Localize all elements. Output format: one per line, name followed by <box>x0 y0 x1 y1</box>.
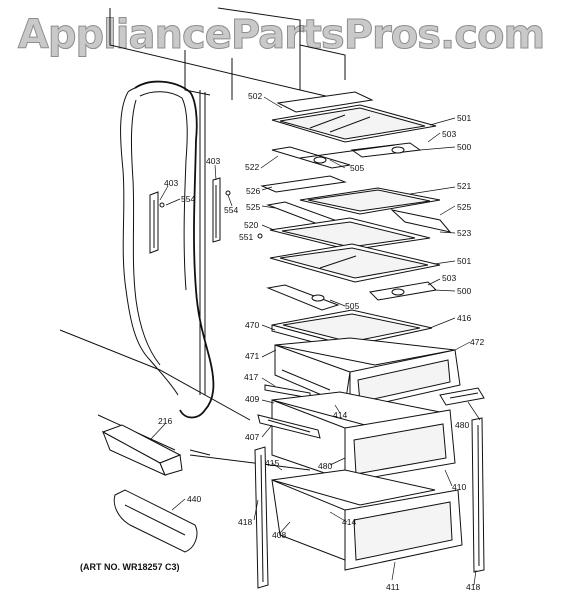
door-bin <box>113 489 198 553</box>
shelf-frame-lower <box>266 281 438 311</box>
callout-554: 554 <box>181 194 195 204</box>
callout-216: 216 <box>158 416 172 426</box>
callout-418: 418 <box>466 582 480 592</box>
dairy-bin <box>101 424 183 476</box>
callout-411: 411 <box>386 582 400 592</box>
slide-rail-right <box>439 387 485 406</box>
upper-crisper-drawer <box>264 337 461 411</box>
callout-440: 440 <box>187 494 201 504</box>
callout-501: 501 <box>457 256 471 266</box>
callout-415: 415 <box>265 458 279 468</box>
callout-408: 408 <box>272 530 286 540</box>
callout-418: 418 <box>238 517 252 527</box>
callout-labels: 502 501 503 500 403 403 554 554 522 505 … <box>158 91 484 592</box>
callout-417: 417 <box>244 372 258 382</box>
middle-crisper-drawer <box>257 391 456 483</box>
callout-505: 505 <box>345 301 359 311</box>
shelf-frame-upper <box>271 142 422 169</box>
callout-501: 501 <box>457 113 471 123</box>
callout-551: 551 <box>239 232 253 242</box>
callout-521: 521 <box>457 181 471 191</box>
art-number: (ART NO. WR18257 C3) <box>80 562 180 572</box>
callout-480: 480 <box>455 420 469 430</box>
callout-502: 502 <box>248 91 262 101</box>
callout-505: 505 <box>350 163 364 173</box>
shelf-rail-left <box>149 177 231 254</box>
callout-403: 403 <box>164 178 178 188</box>
site-watermark: AppliancePartsPros.com <box>17 12 545 59</box>
callout-523: 523 <box>457 228 471 238</box>
callout-403: 403 <box>206 156 220 166</box>
vertical-rails <box>254 417 485 589</box>
shelf-middle-glass <box>260 175 441 215</box>
callout-525: 525 <box>246 202 260 212</box>
callout-500: 500 <box>457 142 471 152</box>
callout-522: 522 <box>245 162 259 172</box>
callout-409: 409 <box>245 394 259 404</box>
shelf-frame-middle <box>257 201 452 251</box>
callout-480: 480 <box>318 461 332 471</box>
callout-414: 414 <box>333 410 347 420</box>
callout-503: 503 <box>442 273 456 283</box>
callout-410: 410 <box>452 482 466 492</box>
callout-407: 407 <box>245 432 259 442</box>
callout-471: 471 <box>245 351 259 361</box>
shelf-lower-glass <box>269 243 441 283</box>
callout-414: 414 <box>342 517 356 527</box>
bottom-crisper-drawer <box>271 469 463 571</box>
callout-520: 520 <box>244 220 258 230</box>
callout-526: 526 <box>246 186 260 196</box>
callout-416: 416 <box>457 313 471 323</box>
crisper-cover <box>271 309 433 353</box>
shelf-top-glass <box>271 91 437 143</box>
callout-470: 470 <box>245 320 259 330</box>
callout-554: 554 <box>224 205 238 215</box>
leader-lines <box>149 96 481 586</box>
callout-503: 503 <box>442 129 456 139</box>
door-gasket <box>120 80 215 419</box>
callout-525: 525 <box>457 202 471 212</box>
callout-472: 472 <box>470 337 484 347</box>
callout-500: 500 <box>457 286 471 296</box>
